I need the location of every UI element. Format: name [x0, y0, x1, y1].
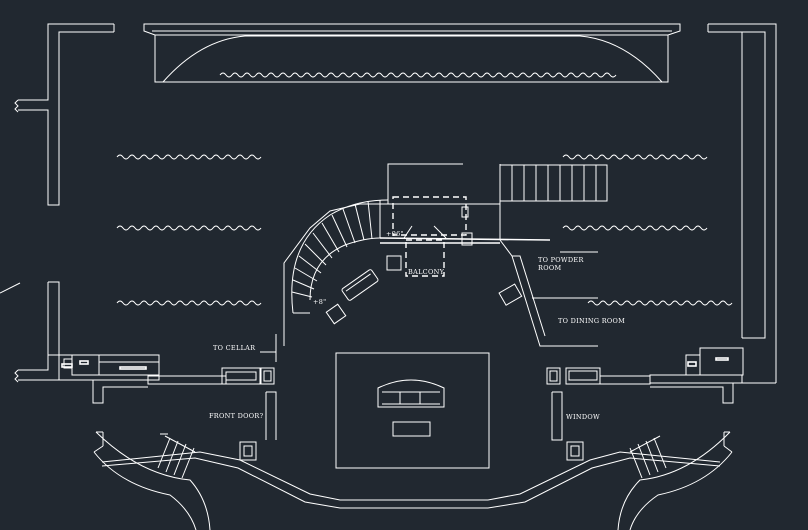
entry-jambs [239, 391, 584, 461]
to-cellar-label: TO CELLAR [213, 344, 256, 352]
front-door-label: FRONT DOOR? [209, 412, 264, 420]
central-structure [260, 163, 608, 362]
right-counter [546, 347, 744, 385]
to-powder-room-label-line1: TO POWDER [538, 256, 584, 264]
dimension-label-8: +8" [313, 298, 326, 306]
right-wall [650, 23, 777, 404]
living-area-rug [335, 352, 490, 469]
to-dining-room-label: TO DINING ROOM [558, 317, 625, 325]
top-arched-feature [143, 23, 681, 83]
balcony-label: BALCONY [408, 268, 445, 276]
wavy-edges [116, 154, 733, 306]
left-counter [58, 354, 275, 385]
front-facade [93, 431, 733, 530]
left-wall [0, 23, 148, 404]
top-wavy-edge [219, 72, 617, 78]
to-powder-room-label-line2: ROOM [538, 264, 561, 272]
window-label: WINDOW [566, 413, 600, 421]
dimension-label-96: +96" [386, 230, 404, 238]
